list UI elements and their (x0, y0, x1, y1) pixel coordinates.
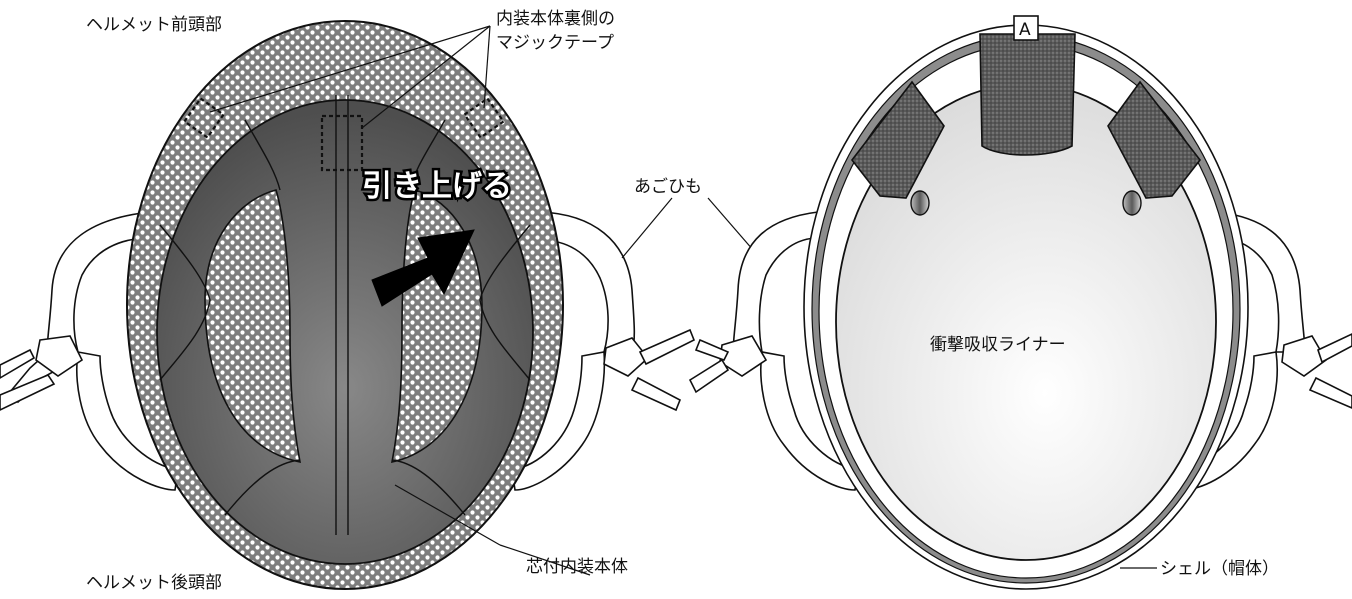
leader-lines-left (209, 25, 761, 576)
pull-up-arrow-icon (371, 229, 475, 307)
left-pad (850, 80, 945, 199)
right-pad (1107, 80, 1202, 199)
chin-strap-label: あごひも (634, 177, 702, 197)
velcro-label-line1: 内装本体裏側の (496, 8, 615, 29)
helmet-back-label: ヘルメット後頭部 (86, 573, 222, 593)
chin-strap-right-side (511, 211, 696, 491)
chin-strap-right-figure-left (688, 211, 859, 491)
helmet-front-label: ヘルメット前頭部 (86, 15, 222, 35)
velcro-label-line2: マジックテープ (496, 33, 614, 53)
pull-up-label: 引き上げる (362, 169, 512, 204)
velcro-patch-markers (182, 96, 506, 172)
marker-a-label: A (1019, 20, 1031, 40)
left-helmet-figure: 引き上げる ヘルメット前頭部 内装本体裏側の マジックテープ あごひも 芯付内装… (0, 8, 761, 593)
seam-lines (159, 95, 531, 535)
core-inner-body-label: 芯付内装本体 (526, 557, 628, 577)
liner-label: 衝撃吸収ライナー (930, 335, 1066, 355)
vent-hole-right (1122, 190, 1142, 216)
vent-hole-left (910, 190, 930, 216)
marker-a-box (1013, 15, 1039, 41)
chin-strap-left-side (0, 211, 179, 491)
right-helmet-figure: A 衝撃吸収ライナー シェル（帽体） (688, 15, 1352, 590)
top-pad (979, 33, 1076, 156)
left-side-dotted-panel (204, 189, 302, 464)
shell-label: シェル（帽体） (1160, 559, 1279, 579)
